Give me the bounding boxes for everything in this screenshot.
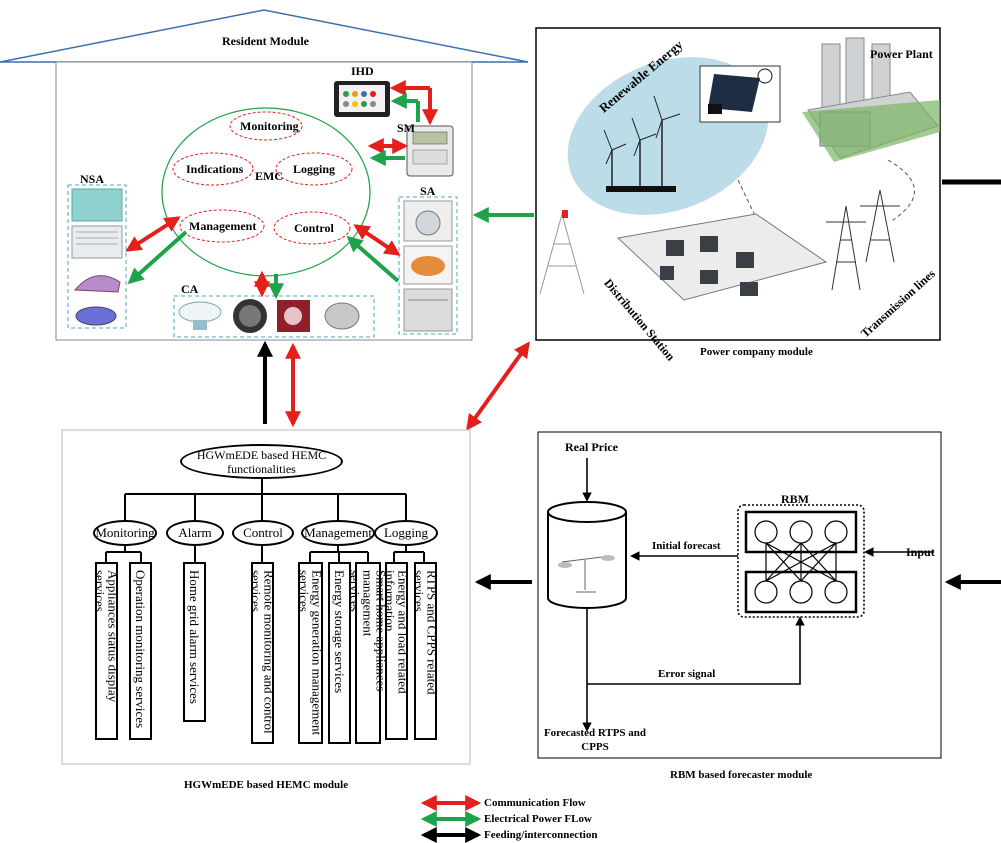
- control-dashed-bubble: [273, 211, 351, 245]
- error-signal-label: Error signal: [658, 668, 716, 680]
- service-label: Energy storage services: [332, 570, 347, 694]
- ca-appliances: [178, 299, 360, 333]
- sm-label: SM: [397, 121, 415, 135]
- category-monitoring-label: Monitoring: [95, 525, 155, 540]
- hemc-module-caption: HGWmEDE based HEMC module: [184, 779, 349, 791]
- service-remote-monitoring-control: Remote monitoring and control services: [248, 562, 277, 744]
- legend-electrical: Electrical Power FLow: [484, 813, 592, 825]
- legend-communication: Communication Flow: [484, 797, 586, 809]
- power-module-caption: Power company module: [700, 346, 813, 358]
- hemc-root-label: HGWmEDE based HEMC functionalities: [196, 447, 327, 476]
- input-label: Input: [906, 545, 935, 559]
- rbm-module-caption: RBM based forecaster module: [670, 769, 813, 781]
- legend-swatches: [420, 795, 482, 843]
- service-label: RTPS and CPPS related services: [411, 570, 440, 695]
- category-logging-label: Logging: [383, 525, 429, 540]
- sa-group-box: [398, 196, 458, 335]
- power-hemc-communication: [466, 341, 530, 431]
- category-management-label: Management: [304, 525, 372, 540]
- monitoring-dashed-bubble: [229, 111, 303, 141]
- indications-dashed-bubble: [172, 152, 254, 186]
- category-logging: Logging: [374, 520, 438, 546]
- emc-indications-label: Indications: [186, 162, 244, 176]
- category-monitoring: Monitoring: [93, 520, 157, 546]
- smart-meter-icon: [406, 125, 454, 177]
- hemc-tree-lines: [105, 476, 425, 562]
- emc-control-label: Control: [294, 221, 334, 235]
- category-control-label: Control: [243, 525, 283, 540]
- category-control: Control: [232, 520, 294, 546]
- service-home-grid-alarm: Home grid alarm services: [183, 562, 206, 722]
- ihd-label: IHD: [351, 64, 374, 78]
- service-operation-monitoring: Operation monitoring services: [129, 562, 152, 740]
- ca-label: CA: [181, 282, 199, 296]
- ihd-sm-links: [367, 80, 438, 166]
- sa-appliances: [403, 200, 453, 332]
- category-alarm-label: Alarm: [178, 525, 212, 540]
- initial-forecast-label: Initial forecast: [652, 540, 721, 552]
- nsa-appliances: [71, 188, 123, 326]
- logging-dashed-bubble: [275, 152, 353, 186]
- legend-feeding: Feeding/interconnection: [484, 829, 598, 841]
- rbm-flow-lines: [582, 458, 934, 732]
- service-label: Remote monitoring and control services: [248, 570, 277, 734]
- forecast-output-label: Forecasted RTPS and CPPS: [543, 727, 647, 753]
- rbm-label: RBM: [781, 492, 809, 506]
- emc-label: EMC: [255, 169, 283, 183]
- service-rtps-cpps: RTPS and CPPS related services: [411, 562, 440, 740]
- emc-ca-links: [254, 270, 284, 300]
- emc-nsa-links: [125, 216, 188, 285]
- service-label: Home grid alarm services: [187, 570, 202, 704]
- rbm-network: [737, 504, 865, 618]
- service-label: Energy generation management services: [296, 570, 325, 736]
- service-energy-generation: Energy generation management services: [296, 562, 325, 744]
- nsa-group-box: [67, 184, 127, 329]
- service-label: Energy and load related information: [382, 570, 411, 694]
- forecaster-cylinder: [547, 501, 627, 609]
- service-energy-load-info: Energy and load related information: [382, 562, 411, 740]
- power-plant-label: Power Plant: [870, 47, 933, 61]
- service-energy-storage: Energy storage services: [328, 562, 351, 744]
- emc-management-label: Management: [189, 219, 257, 233]
- emc-monitoring-label: Monitoring: [240, 119, 299, 133]
- category-alarm: Alarm: [166, 520, 224, 546]
- service-smart-appliances: Smart home appliances management service…: [348, 562, 389, 744]
- hemc-root-node: HGWmEDE based HEMC functionalities: [180, 444, 343, 479]
- service-label: Operation monitoring services: [133, 570, 148, 729]
- nsa-label: NSA: [80, 172, 105, 186]
- ihd-device-icon: [334, 81, 390, 117]
- resident-module-title: Resident Module: [222, 34, 309, 48]
- real-price-label: Real Price: [565, 440, 618, 454]
- emc-sa-links: [346, 224, 401, 283]
- service-label: Smart home appliances management service…: [347, 570, 389, 692]
- service-appliances-status: Appliances status display services: [92, 562, 121, 740]
- sa-label: SA: [420, 184, 436, 198]
- category-management: Management: [301, 520, 375, 546]
- service-label: Appliances status display services: [92, 570, 121, 703]
- emc-logging-label: Logging: [293, 162, 336, 176]
- power-illustration: [539, 37, 940, 301]
